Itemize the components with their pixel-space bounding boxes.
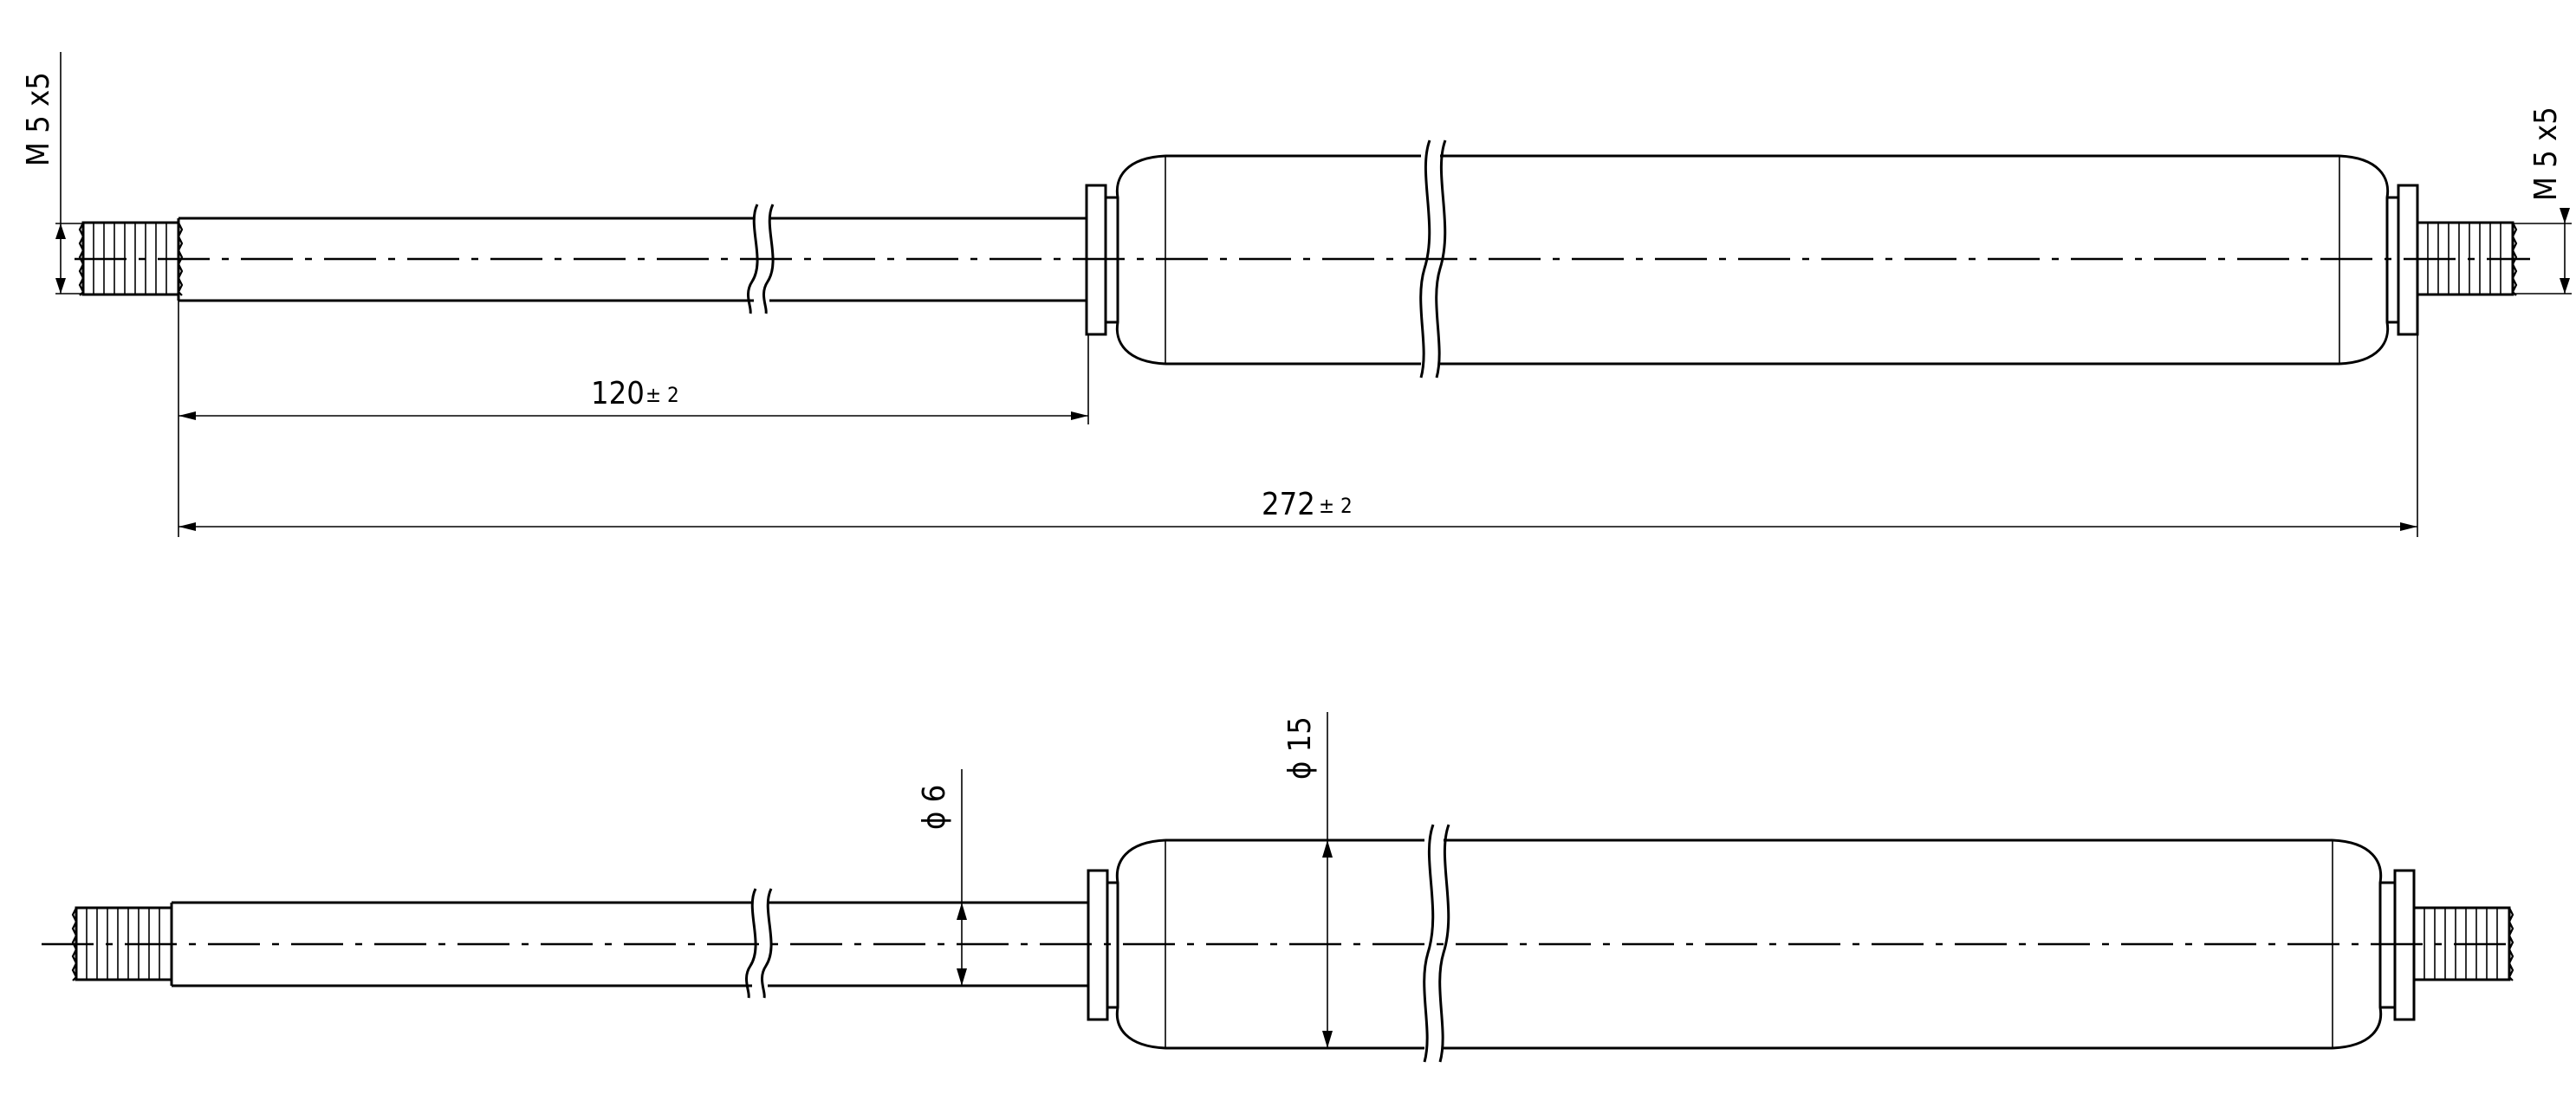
thread-label-right: M 5 x5 <box>2528 107 2564 201</box>
thread-dim-right: M 5 x5 <box>2513 107 2572 295</box>
side-view: M 5 x5 M 5 x5 120 ± 2 272 <box>21 52 2572 537</box>
cylinder-collar-left-bottom <box>1087 869 1118 1021</box>
left-thread-top <box>78 221 184 296</box>
dim-stroke: 120 ± 2 <box>178 376 1088 420</box>
dim-total: 272 ± 2 <box>178 487 2417 531</box>
cylinder-body-top <box>1115 139 2419 379</box>
thread-label-left: M 5 x5 <box>21 72 56 166</box>
dim-body-diameter: ϕ 15 <box>1282 712 1333 1048</box>
dia-rod-label: ϕ 6 <box>917 785 952 830</box>
bottom-view: ϕ 6 ϕ 15 <box>42 712 2517 1063</box>
dim-rod-diameter: ϕ 6 <box>917 769 967 986</box>
piston-rod-bottom <box>170 888 1088 999</box>
dim-total-tolerance: ± 2 <box>1319 494 1353 518</box>
dim-stroke-tolerance: ± 2 <box>646 383 679 407</box>
cylinder-body-bottom <box>1115 824 2416 1063</box>
thread-dim-left: M 5 x5 <box>21 52 83 295</box>
dim-stroke-value: 120 <box>591 376 645 411</box>
dia-body-label: ϕ 15 <box>1282 716 1318 780</box>
dim-total-value: 272 <box>1262 487 1315 522</box>
